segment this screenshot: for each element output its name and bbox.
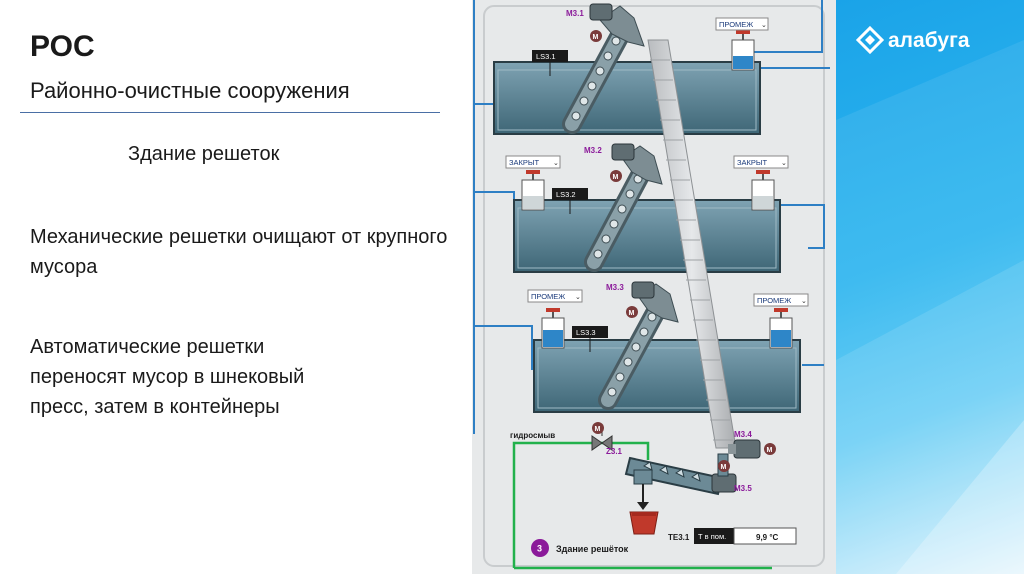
flush-valve (591, 430, 613, 451)
location-badge[interactable]: 3 Здание решёток (531, 539, 629, 557)
level-sensor-ls33: LS3.3 (572, 326, 608, 352)
motor-label-m35: M3.5 (734, 484, 752, 493)
flush-valve-tag: Z3.1 (606, 447, 623, 456)
screw-press (624, 453, 737, 510)
svg-text:LS3.2: LS3.2 (556, 190, 576, 199)
title-divider (20, 112, 440, 113)
location-number: 3 (537, 544, 542, 554)
motor-badge-m31[interactable]: M (590, 30, 602, 42)
rake-conveyor-1 (562, 3, 645, 134)
brand-logo (856, 26, 1006, 56)
dosing-tank-2-left (521, 170, 545, 211)
motor-label-m34: M3.4 (734, 430, 752, 439)
valve-state-label: ЗАКРЫТ (737, 158, 768, 167)
chevron-down-icon: ⌄ (761, 22, 767, 29)
brand-background-shapes (836, 40, 1024, 574)
grate-tank-2 (513, 199, 781, 273)
svg-text:M: M (629, 310, 635, 317)
location-label: Здание решёток (556, 544, 629, 554)
chevron-down-icon: ⌄ (801, 298, 807, 305)
svg-text:M: M (595, 426, 601, 433)
valve-state-label: ЗАКРЫТ (509, 158, 540, 167)
temperature-tag: TE3.1 (668, 533, 690, 542)
slide-title: РОС (30, 30, 95, 63)
diamond-logo-icon (856, 26, 884, 54)
scada-svg: ПРОМЕЖ ⌄ ЗАКРЫТ ⌄ ЗАКРЫТ ⌄ ПРОМЕЖ ⌄ ПРОМ… (473, 0, 830, 570)
valve-state-select-3-left[interactable]: ПРОМЕЖ ⌄ (527, 289, 583, 303)
valve-state-label: ПРОМЕЖ (531, 292, 565, 301)
rake-conveyor-3 (598, 281, 679, 410)
waste-container (629, 511, 659, 535)
slide-subtitle: Районно-очистные сооружения (30, 78, 350, 103)
grate-tank-3 (533, 339, 801, 413)
valve-state-select-3-right[interactable]: ПРОМЕЖ ⌄ (753, 293, 809, 307)
dosing-tank-2-right (751, 170, 775, 211)
motor-badge-m35[interactable]: M (718, 460, 730, 472)
valve-state-select-1[interactable]: ПРОМЕЖ ⌄ (715, 17, 769, 31)
level-sensor-ls32: LS3.2 (552, 188, 588, 214)
svg-text:M: M (593, 34, 599, 41)
motor-badge-flush[interactable]: M (592, 422, 604, 434)
motor-label-m33: M3.3 (606, 283, 624, 292)
motor-badge-m34[interactable]: M (764, 443, 776, 455)
building-frame (483, 5, 825, 567)
temperature-value: 9,9 °C (756, 533, 779, 542)
chevron-down-icon: ⌄ (781, 160, 787, 167)
motor-badge-m32[interactable]: M (610, 170, 622, 182)
motor-badge-m33[interactable]: M (626, 306, 638, 318)
level-sensor-ls31: LS3.1 (532, 50, 568, 76)
chevron-down-icon: ⌄ (575, 294, 581, 301)
motor-label-m31: M3.1 (566, 9, 584, 18)
grate-tank-1 (493, 61, 761, 135)
brand-panel: алабуга (836, 0, 1024, 574)
temperature-label: Т в пом. (698, 532, 726, 541)
valve-state-label: ПРОМЕЖ (719, 20, 753, 29)
temperature-readout: TE3.1 Т в пом. 9,9 °C (668, 527, 797, 545)
flush-label: гидросмыв (510, 431, 555, 440)
svg-text:M: M (613, 174, 619, 181)
flush-pipe (512, 441, 772, 570)
dosing-tank-3-right (769, 308, 793, 349)
svg-text:LS3.3: LS3.3 (576, 328, 596, 337)
svg-text:M: M (721, 464, 727, 471)
valve-state-select-2-right[interactable]: ЗАКРЫТ ⌄ (733, 155, 789, 169)
paragraph-mechanical: Механические решетки очищают от крупного… (30, 226, 448, 278)
dosing-tank-1 (731, 30, 755, 71)
svg-text:LS3.1: LS3.1 (536, 52, 556, 61)
valve-state-select-2-left[interactable]: ЗАКРЫТ ⌄ (505, 155, 561, 169)
rake-conveyor-2 (584, 143, 663, 272)
dosing-tank-3-left (541, 308, 565, 349)
paragraph-automatic: Автоматические решетки переносят мусор в… (30, 336, 305, 418)
motor-label-m32: M3.2 (584, 146, 602, 155)
scada-mimic-diagram: ПРОМЕЖ ⌄ ЗАКРЫТ ⌄ ЗАКРЫТ ⌄ ПРОМЕЖ ⌄ ПРОМ… (472, 0, 836, 574)
chevron-down-icon: ⌄ (553, 160, 559, 167)
brand-name: алабуга (888, 29, 970, 52)
svg-text:M: M (767, 447, 773, 454)
motor-m34 (728, 439, 761, 459)
section-heading: Здание решеток (128, 143, 280, 165)
valve-state-label: ПРОМЕЖ (757, 296, 791, 305)
